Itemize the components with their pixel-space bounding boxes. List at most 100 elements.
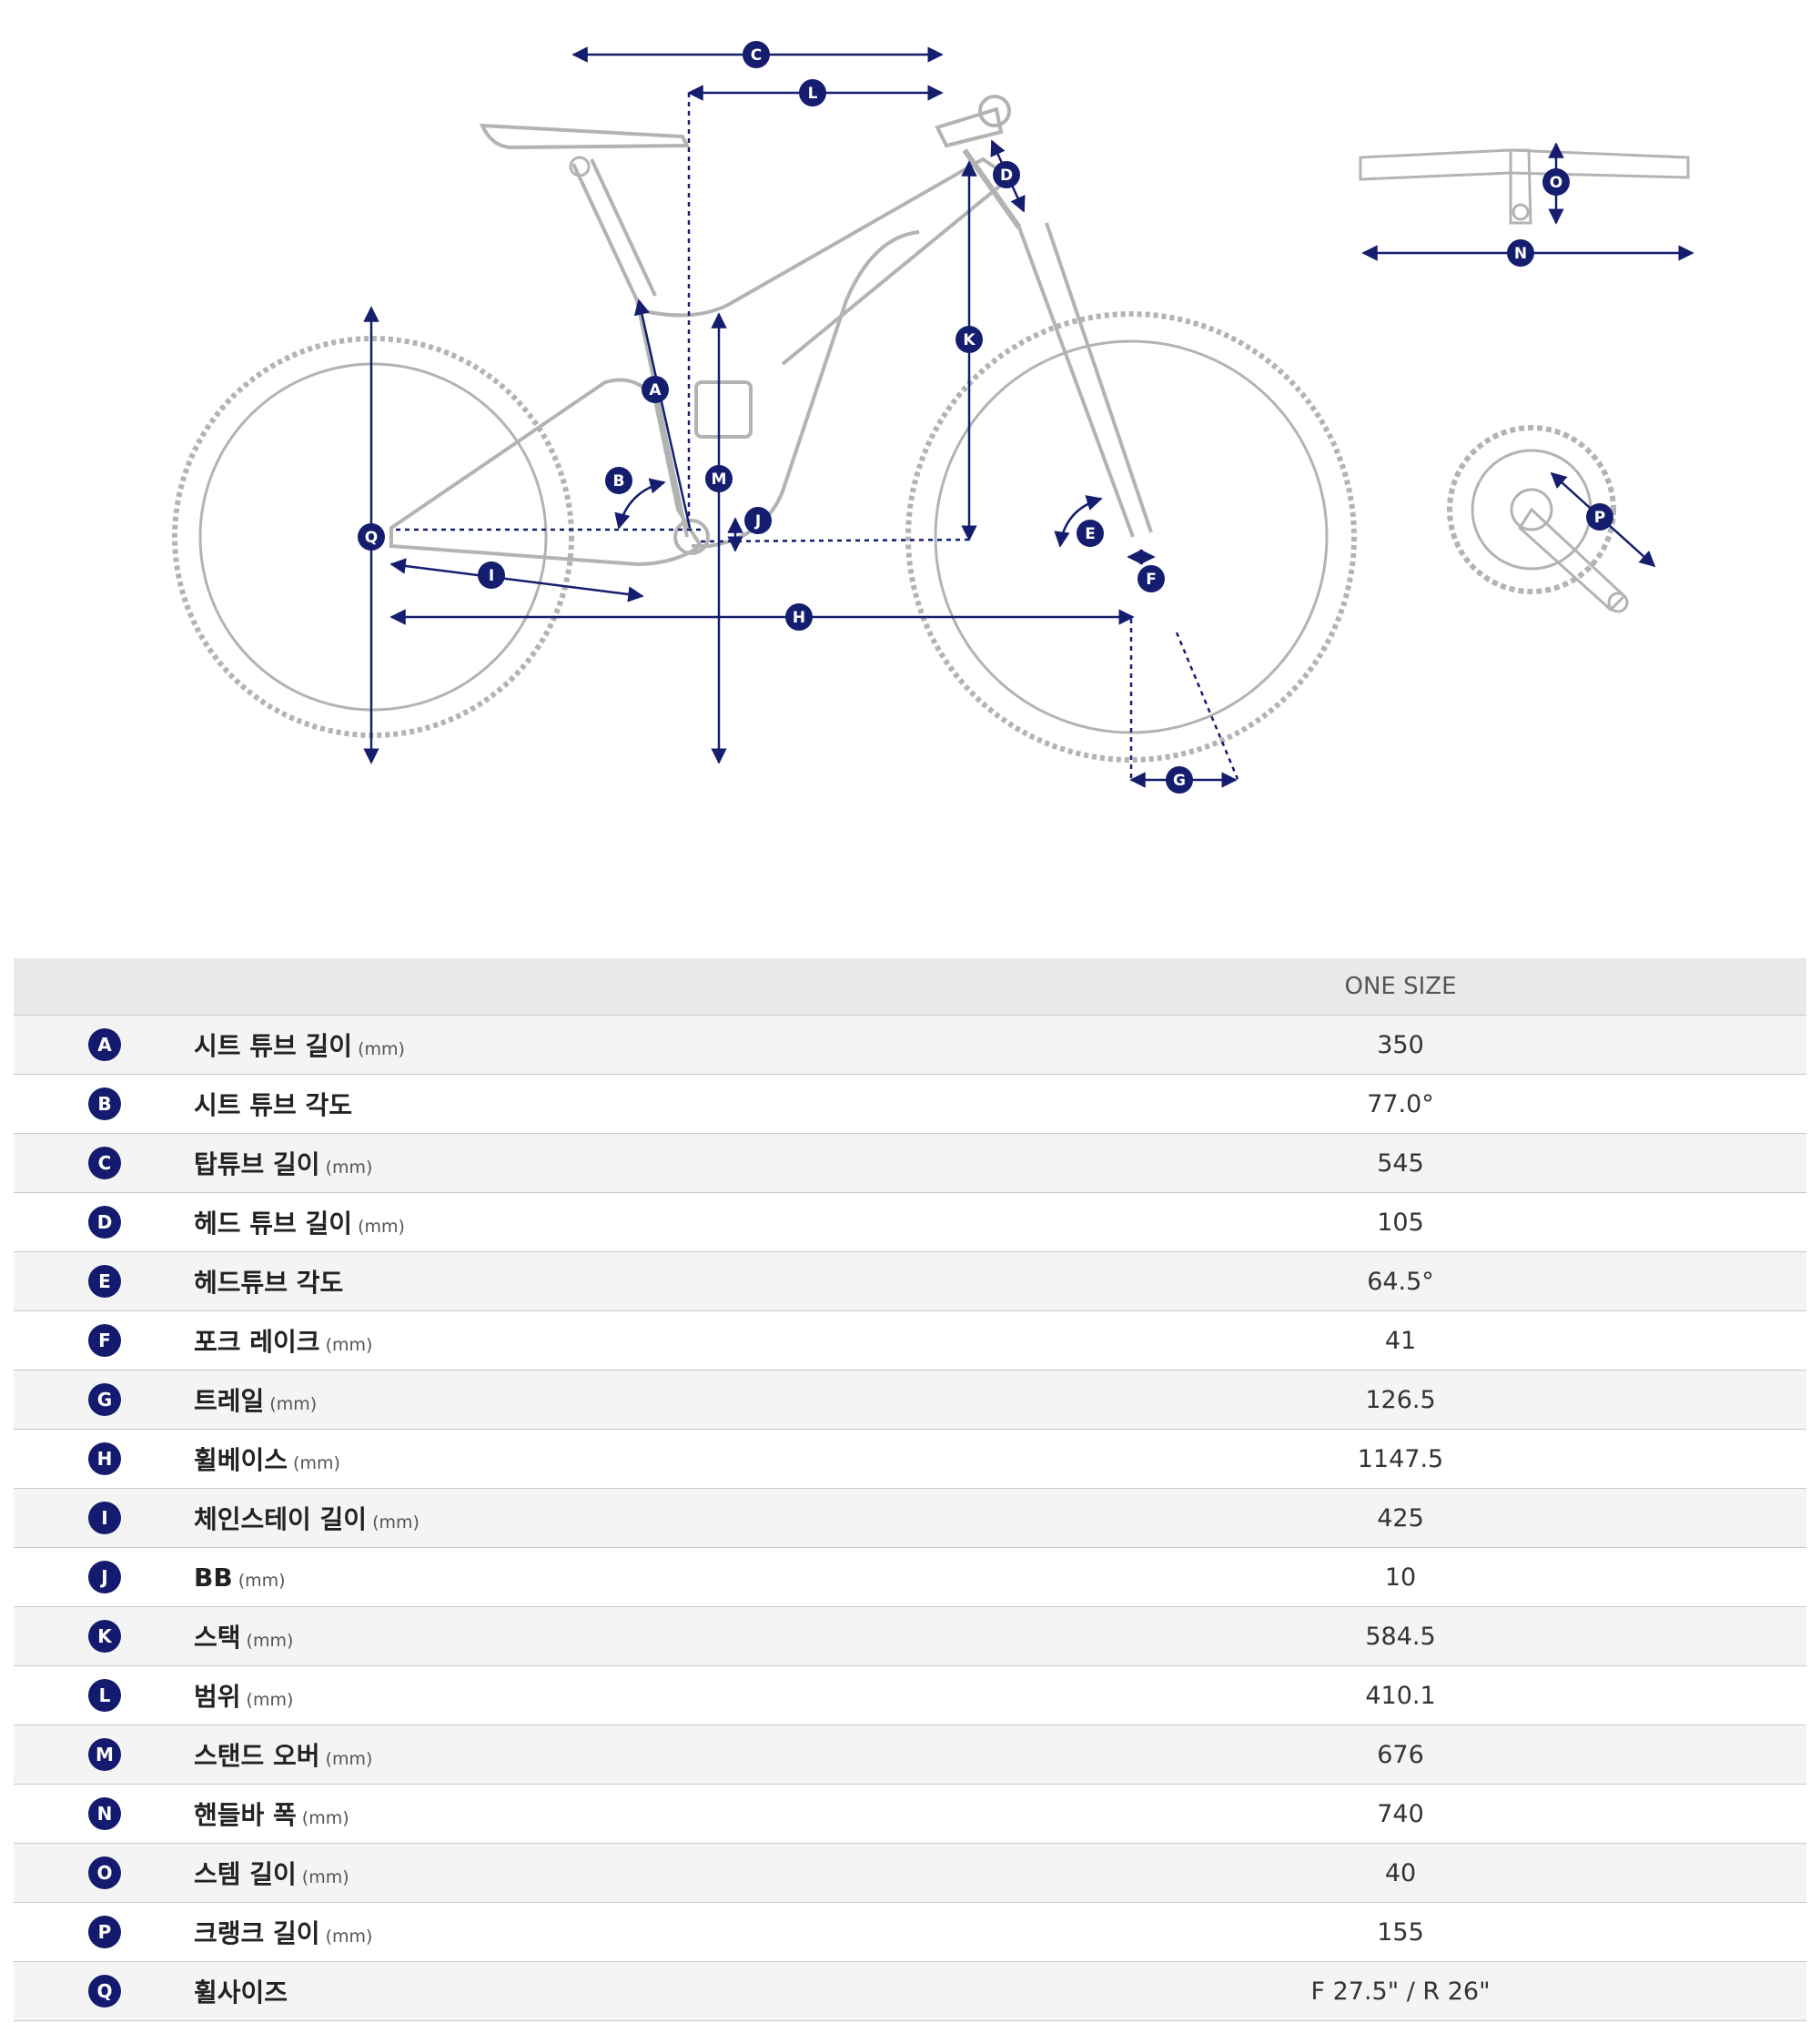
- dimension-name: 핸들바 폭: [194, 1800, 297, 1830]
- label-cell: 헤드튜브 각도: [194, 1251, 995, 1311]
- dimension-value: 350: [1377, 1030, 1424, 1059]
- value-cell: 64.5°: [995, 1251, 1806, 1311]
- dimension-badge: C: [88, 1147, 121, 1179]
- svg-text:O: O: [1550, 174, 1562, 192]
- marker-m: M: [705, 465, 733, 492]
- dimension-lines: [363, 46, 1694, 788]
- seat-clamp: [569, 156, 591, 177]
- dimension-badge: I: [88, 1502, 121, 1534]
- svg-text:H: H: [793, 609, 805, 627]
- badge-cell: D: [14, 1192, 194, 1252]
- dimension-value: 64.5°: [1367, 1267, 1434, 1296]
- badge-cell: F: [14, 1310, 194, 1371]
- saddle: [479, 123, 691, 150]
- svg-text:N: N: [1514, 245, 1527, 263]
- dimension-badge: H: [88, 1442, 121, 1475]
- dimension-name: 스템 길이: [194, 1859, 297, 1889]
- dimension-value: 10: [1384, 1563, 1417, 1592]
- front-tire: [905, 311, 1357, 763]
- dimension-name: 범위: [194, 1682, 241, 1712]
- dimension-badge: K: [88, 1620, 121, 1653]
- dimension-badge: N: [88, 1797, 121, 1830]
- label-cell: 크랭크 길이(mm): [194, 1902, 995, 1962]
- dimension-value: 77.0°: [1367, 1089, 1434, 1118]
- dimension-badge: Q: [88, 1975, 121, 2008]
- value-cell: F 27.5" / R 26": [995, 1961, 1806, 2021]
- dimension-unit: (mm): [246, 1690, 294, 1710]
- marker-e: E: [1077, 520, 1104, 547]
- value-cell: 41: [995, 1310, 1806, 1371]
- badge-cell: I: [14, 1488, 194, 1548]
- dimension-badge: L: [88, 1679, 121, 1712]
- table-row: Q 휠사이즈 F 27.5" / R 26": [14, 1961, 1806, 2021]
- dimension-name: 크랭크 길이: [194, 1918, 320, 1948]
- dimension-badge: D: [88, 1206, 121, 1239]
- bike-illustration: [172, 95, 1357, 763]
- handlebar-top-view: [1359, 148, 1690, 225]
- svg-text:F: F: [1146, 571, 1157, 589]
- marker-k: K: [956, 326, 983, 353]
- badge-cell: E: [14, 1251, 194, 1311]
- dimension-name: BB: [194, 1562, 233, 1593]
- value-cell: 155: [995, 1902, 1806, 1962]
- dimension-value: 584.5: [1365, 1622, 1436, 1651]
- badge-cell: J: [14, 1547, 194, 1607]
- dimension-value: 410.1: [1365, 1681, 1436, 1710]
- dimension-unit: (mm): [358, 1217, 405, 1237]
- svg-text:G: G: [1173, 772, 1186, 790]
- marker-b: B: [605, 467, 632, 494]
- dimension-unit: (mm): [269, 1394, 318, 1414]
- dimension-badge: A: [88, 1028, 121, 1061]
- label-cell: 스템 길이(mm): [194, 1843, 995, 1903]
- svg-text:J: J: [754, 512, 761, 531]
- diagram-markers: C L D K A M B J Q I H E F G O N P: [358, 41, 1613, 794]
- marker-p: P: [1586, 503, 1613, 531]
- dimension-name: 헤드튜브 각도: [194, 1268, 344, 1298]
- marker-j: J: [744, 507, 772, 534]
- svg-text:E: E: [1085, 525, 1096, 543]
- marker-c: C: [743, 41, 770, 68]
- dimension-badge: P: [88, 1916, 121, 1948]
- marker-d: D: [993, 161, 1020, 188]
- badge-cell: H: [14, 1429, 194, 1489]
- frame-top-tube: [636, 157, 1014, 366]
- value-cell: 77.0°: [995, 1074, 1806, 1134]
- badge-cell: O: [14, 1843, 194, 1903]
- value-cell: 676: [995, 1725, 1806, 1785]
- dimension-name: 헤드 튜브 길이: [194, 1209, 353, 1239]
- bike-geometry-diagram: C L D K A M B J Q I H E F G O N P: [172, 41, 1694, 794]
- table-row: L 범위(mm) 410.1: [14, 1665, 1806, 1725]
- value-cell: 545: [995, 1133, 1806, 1193]
- table-header-row: ONE SIZE: [14, 958, 1806, 1016]
- bottom-bracket: [673, 519, 710, 555]
- value-cell: 584.5: [995, 1606, 1806, 1666]
- badge-cell: G: [14, 1370, 194, 1430]
- frame-seat-tube: [635, 299, 689, 538]
- label-cell: 헤드 튜브 길이(mm): [194, 1192, 995, 1252]
- dimension-value: F 27.5" / R 26": [1310, 1977, 1491, 2006]
- label-cell: 시트 튜브 각도: [194, 1074, 995, 1134]
- label-cell: 탑튜브 길이(mm): [194, 1133, 995, 1193]
- svg-text:I: I: [489, 567, 494, 585]
- dimension-value: 41: [1384, 1326, 1417, 1355]
- label-cell: 휠사이즈: [194, 1961, 995, 2021]
- dimension-name: 체인스테이 길이: [194, 1504, 368, 1534]
- svg-text:M: M: [712, 470, 727, 489]
- dimension-value: 126.5: [1365, 1385, 1436, 1414]
- dimension-unit: (mm): [238, 1570, 286, 1591]
- dimension-value: 545: [1377, 1148, 1424, 1178]
- dimension-name: 시트 튜브 길이: [194, 1031, 353, 1061]
- dimension-name: 스택: [194, 1623, 241, 1653]
- dimension-badge: B: [88, 1087, 121, 1120]
- label-cell: 핸들바 폭(mm): [194, 1784, 995, 1844]
- dimension-unit: (mm): [293, 1453, 340, 1473]
